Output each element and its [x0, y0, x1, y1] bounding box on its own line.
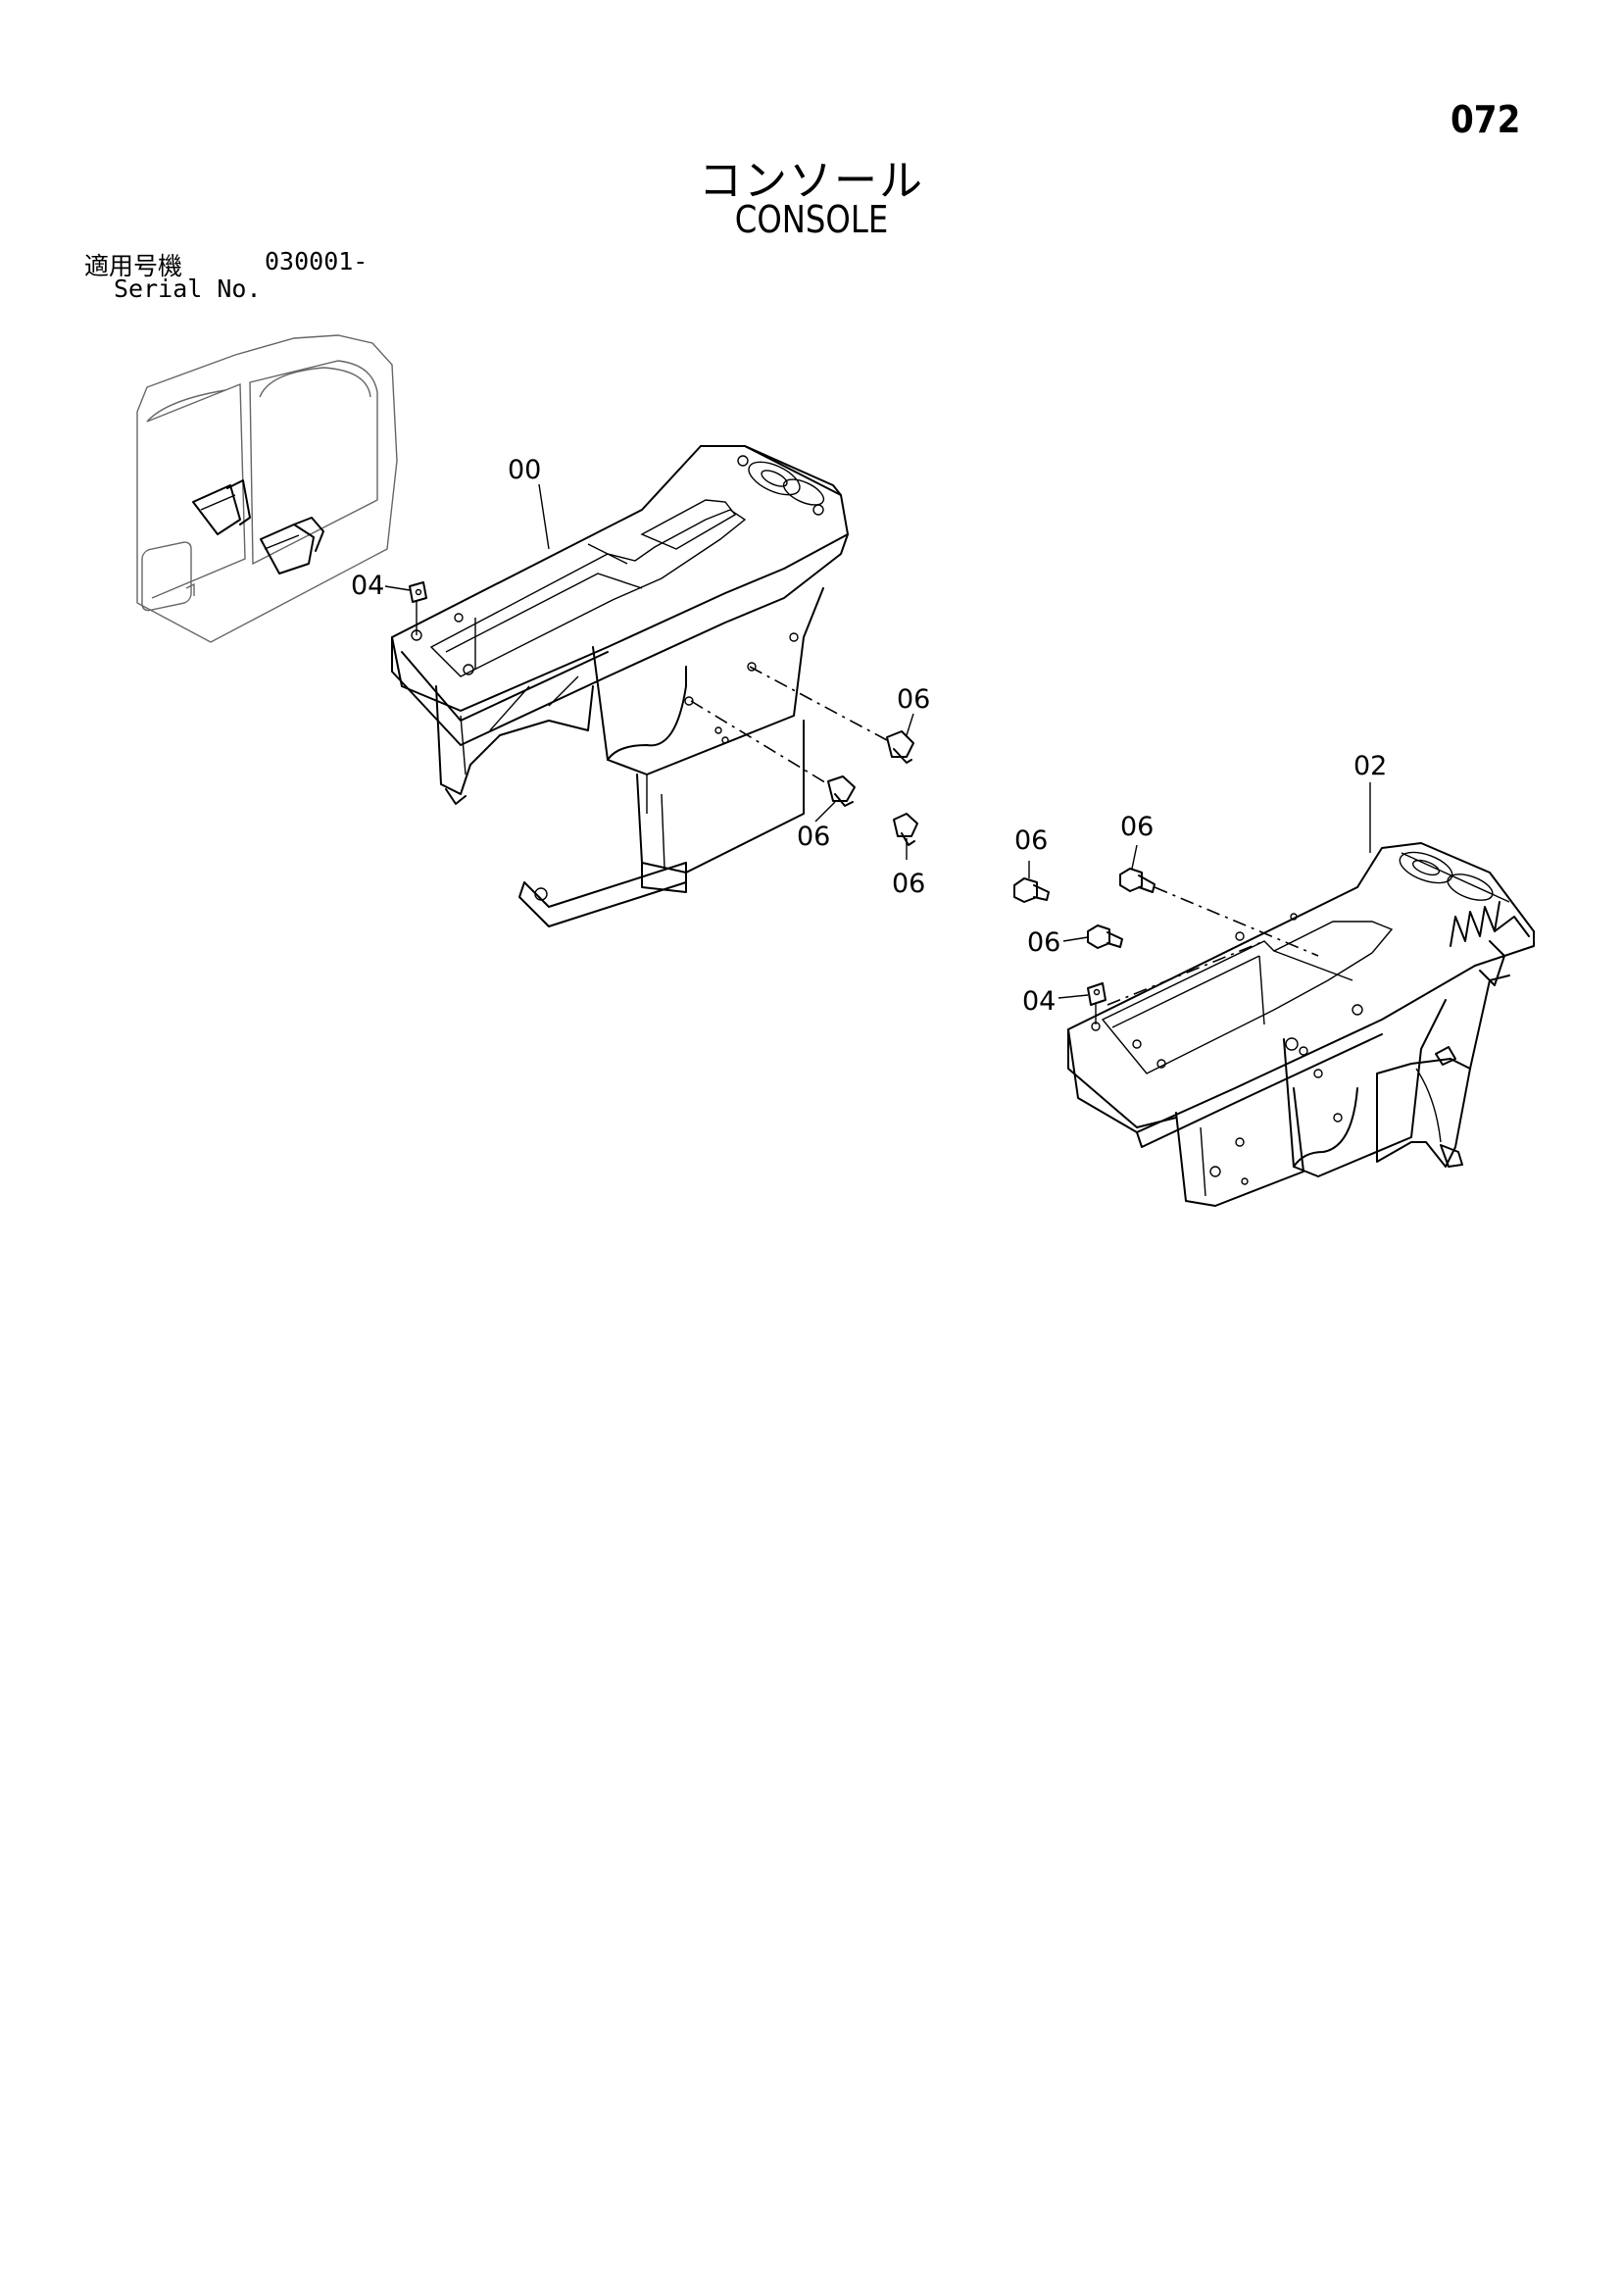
- page-number: 072: [1451, 98, 1521, 141]
- callout-00: 00: [508, 455, 541, 485]
- bolt-06-d: [1013, 877, 1050, 903]
- title-english: CONSOLE: [734, 198, 889, 241]
- bolt-06-f: [1087, 924, 1123, 949]
- callout-06-d: 06: [1014, 825, 1048, 856]
- leader-06a: [906, 713, 914, 736]
- bolt-06-b: [690, 700, 856, 807]
- title-japanese: コンソール: [699, 156, 924, 206]
- bolt-06-a: [749, 666, 914, 764]
- bracket-plate-04-left: [409, 581, 476, 670]
- callout-06-b: 06: [797, 822, 830, 852]
- bolt-06-e: [1119, 868, 1319, 957]
- leader-06b: [814, 801, 836, 823]
- callout-06-c: 06: [892, 869, 925, 899]
- callout-02: 02: [1353, 751, 1387, 781]
- callout-06-f: 06: [1027, 927, 1060, 958]
- serial-number-value: 030001-: [265, 247, 369, 275]
- bolt-06-c: [893, 813, 918, 846]
- callout-06-e: 06: [1120, 812, 1154, 842]
- leader-06e: [1131, 844, 1138, 870]
- leader-06f: [1062, 936, 1089, 942]
- console-assembly-02: [1067, 842, 1535, 1207]
- callout-06-a: 06: [897, 684, 930, 715]
- callout-04-left: 04: [351, 571, 384, 601]
- leader-04a: [384, 585, 411, 591]
- cab-thumbnail: [136, 334, 398, 643]
- leader-04b: [1057, 994, 1089, 999]
- console-assembly-00: [391, 445, 849, 927]
- leader-00: [538, 483, 550, 550]
- callout-04-right: 04: [1022, 986, 1056, 1017]
- serial-label-japanese: 適用号機: [84, 252, 183, 280]
- bracket-plate-04-right: [1087, 940, 1265, 1024]
- serial-label-english: Serial No.: [114, 275, 262, 303]
